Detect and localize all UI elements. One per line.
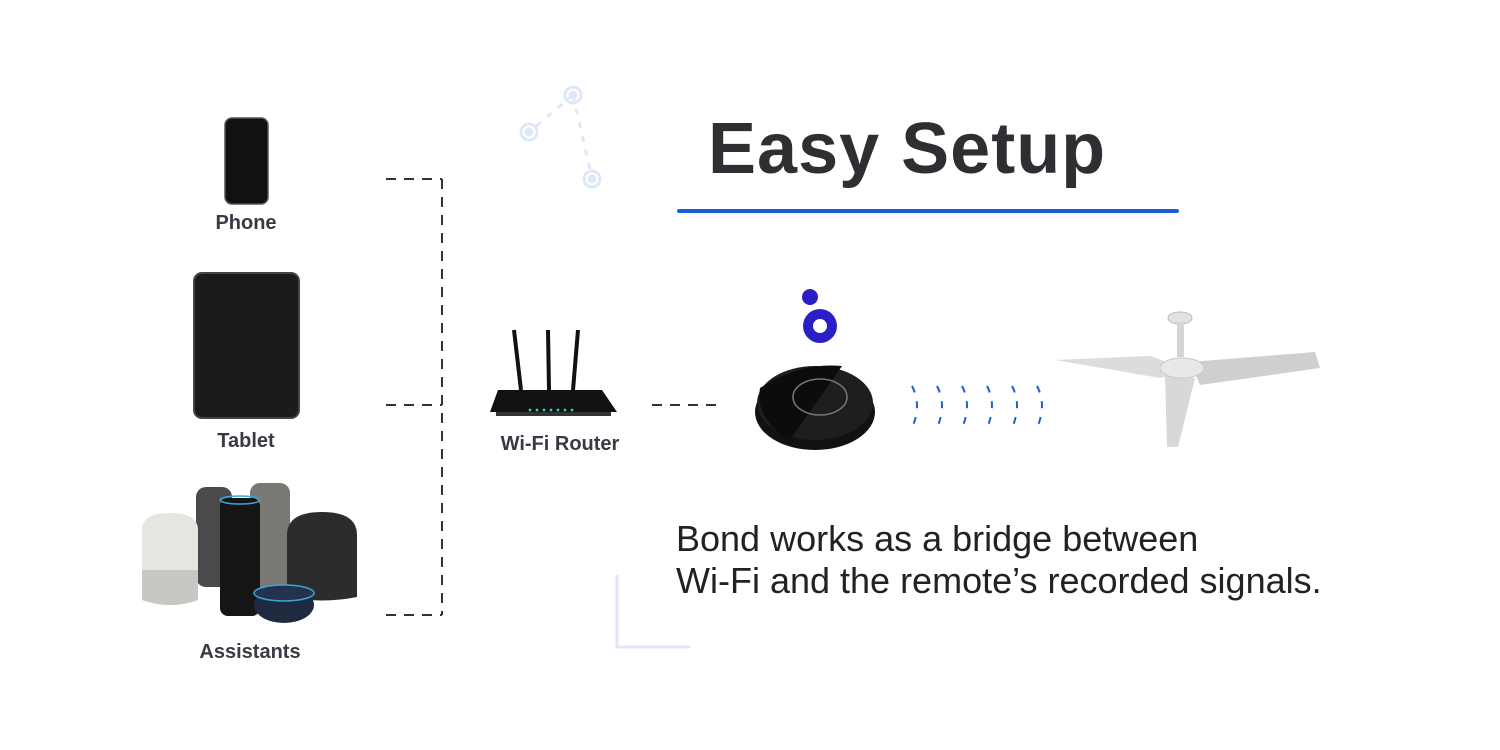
title-underline — [677, 209, 1179, 213]
ceiling-fan-icon — [1055, 311, 1320, 447]
bond-bridge-icon — [755, 365, 875, 450]
assistants-label: Assistants — [199, 641, 301, 663]
description-line-2: Wi-Fi and the remote’s recorded signals. — [676, 560, 1322, 601]
smart-speakers-icon — [142, 483, 357, 623]
description-line-1: Bond works as a bridge between — [676, 518, 1199, 559]
page-title: Easy Setup — [708, 109, 1107, 189]
router-icon — [490, 329, 617, 416]
tablet-icon — [193, 272, 300, 419]
bond-logo-icon — [802, 289, 837, 343]
router-label: Wi-Fi Router — [500, 433, 620, 455]
tablet-label: Tablet — [217, 430, 275, 452]
signal-waves-icon — [911, 385, 1043, 429]
description: Bond works as a bridge between Wi-Fi and… — [676, 518, 1322, 602]
phone-label: Phone — [215, 212, 277, 234]
phone-icon — [224, 117, 269, 205]
decorative-nodes — [519, 85, 690, 649]
dashed-connectors — [386, 178, 722, 616]
